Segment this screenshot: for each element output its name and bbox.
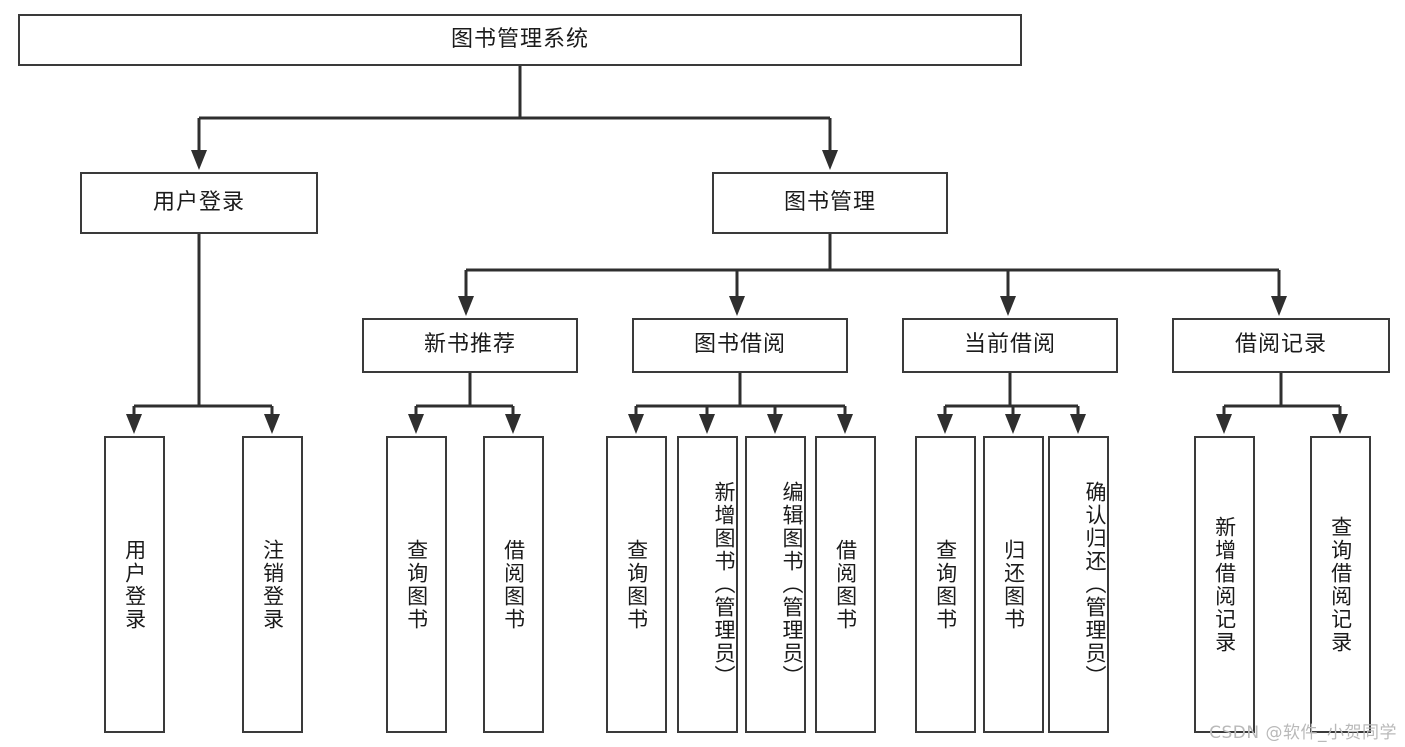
connector-conn-borrow-l3 — [767, 406, 783, 434]
node-label: 用户登录 — [152, 189, 245, 215]
node-leaf-query-book-borrow[interactable]: 查询图书 — [606, 436, 667, 733]
node-label: 借阅图书 — [501, 538, 526, 631]
connector-conn-books-c2 — [729, 270, 745, 316]
node-label: 借阅记录 — [1234, 332, 1327, 358]
connector-conn-record-l1 — [1216, 406, 1232, 434]
node-label: 查询图书 — [404, 538, 429, 631]
node-leaf-query-book-current[interactable]: 查询图书 — [915, 436, 976, 733]
node-label: 注销登录 — [260, 538, 285, 631]
connector-conn-borrow-l2 — [699, 406, 715, 434]
node-leaf-user-logout[interactable]: 注销登录 — [242, 436, 303, 733]
node-book-management[interactable]: 图书管理 — [712, 172, 948, 234]
node-label: 新增借阅记录 — [1212, 515, 1237, 654]
node-label: 图书管理系统 — [450, 26, 589, 52]
node-current-borrow[interactable]: 当前借阅 — [902, 318, 1118, 373]
node-label: 查询图书 — [624, 538, 649, 631]
node-label: 新增图书（管理员） — [712, 481, 736, 688]
connector-conn-borrow-l4 — [837, 406, 853, 434]
connector-conn-login-l2 — [264, 406, 280, 434]
node-leaf-add-borrow-record[interactable]: 新增借阅记录 — [1194, 436, 1255, 733]
node-label: 借阅图书 — [833, 538, 858, 631]
connector-conn-current-l3 — [1070, 406, 1086, 434]
watermark-label: CSDN @软件_小贺同学 — [1209, 723, 1397, 743]
node-book-borrow[interactable]: 图书借阅 — [632, 318, 848, 373]
node-label: 图书借阅 — [693, 332, 786, 358]
node-label: 新书推荐 — [423, 332, 516, 358]
node-leaf-borrow-book-rec[interactable]: 借阅图书 — [483, 436, 544, 733]
node-leaf-user-login[interactable]: 用户登录 — [104, 436, 165, 733]
node-label: 用户登录 — [122, 538, 147, 631]
node-leaf-return-book[interactable]: 归还图书 — [983, 436, 1044, 733]
connector-conn-rec-l1 — [408, 406, 424, 434]
node-label: 图书管理 — [783, 189, 876, 215]
connector-conn-login-l1 — [126, 406, 142, 434]
node-new-book-recommend[interactable]: 新书推荐 — [362, 318, 578, 373]
node-leaf-edit-book-admin[interactable]: 编辑图书（管理员） — [745, 436, 806, 733]
node-label: 查询借阅记录 — [1328, 515, 1353, 654]
connector-conn-books-c1 — [458, 270, 474, 316]
node-root[interactable]: 图书管理系统 — [18, 14, 1022, 66]
node-leaf-borrow-book[interactable]: 借阅图书 — [815, 436, 876, 733]
connector-conn-record-l2 — [1332, 406, 1348, 434]
connector-conn-root-to-books — [822, 118, 838, 170]
node-leaf-add-book-admin[interactable]: 新增图书（管理员） — [677, 436, 738, 733]
node-leaf-confirm-return-admin[interactable]: 确认归还（管理员） — [1048, 436, 1109, 733]
node-label: 确认归还（管理员） — [1083, 481, 1107, 688]
connector-conn-books-c4 — [1271, 270, 1287, 316]
node-label: 当前借阅 — [963, 332, 1056, 358]
connector-conn-books-c3 — [1000, 270, 1016, 316]
connector-conn-rec-l2 — [505, 406, 521, 434]
connector-conn-borrow-l1 — [628, 406, 644, 434]
node-label: 编辑图书（管理员） — [780, 481, 804, 688]
connector-conn-root-to-login — [191, 118, 207, 170]
node-leaf-query-book-rec[interactable]: 查询图书 — [386, 436, 447, 733]
node-leaf-query-borrow-record[interactable]: 查询借阅记录 — [1310, 436, 1371, 733]
connector-conn-current-l2 — [1005, 406, 1021, 434]
node-label: 归还图书 — [1001, 538, 1026, 631]
node-user-login[interactable]: 用户登录 — [80, 172, 318, 234]
node-label: 查询图书 — [933, 538, 958, 631]
node-borrow-record[interactable]: 借阅记录 — [1172, 318, 1390, 373]
connector-conn-current-l1 — [937, 406, 953, 434]
